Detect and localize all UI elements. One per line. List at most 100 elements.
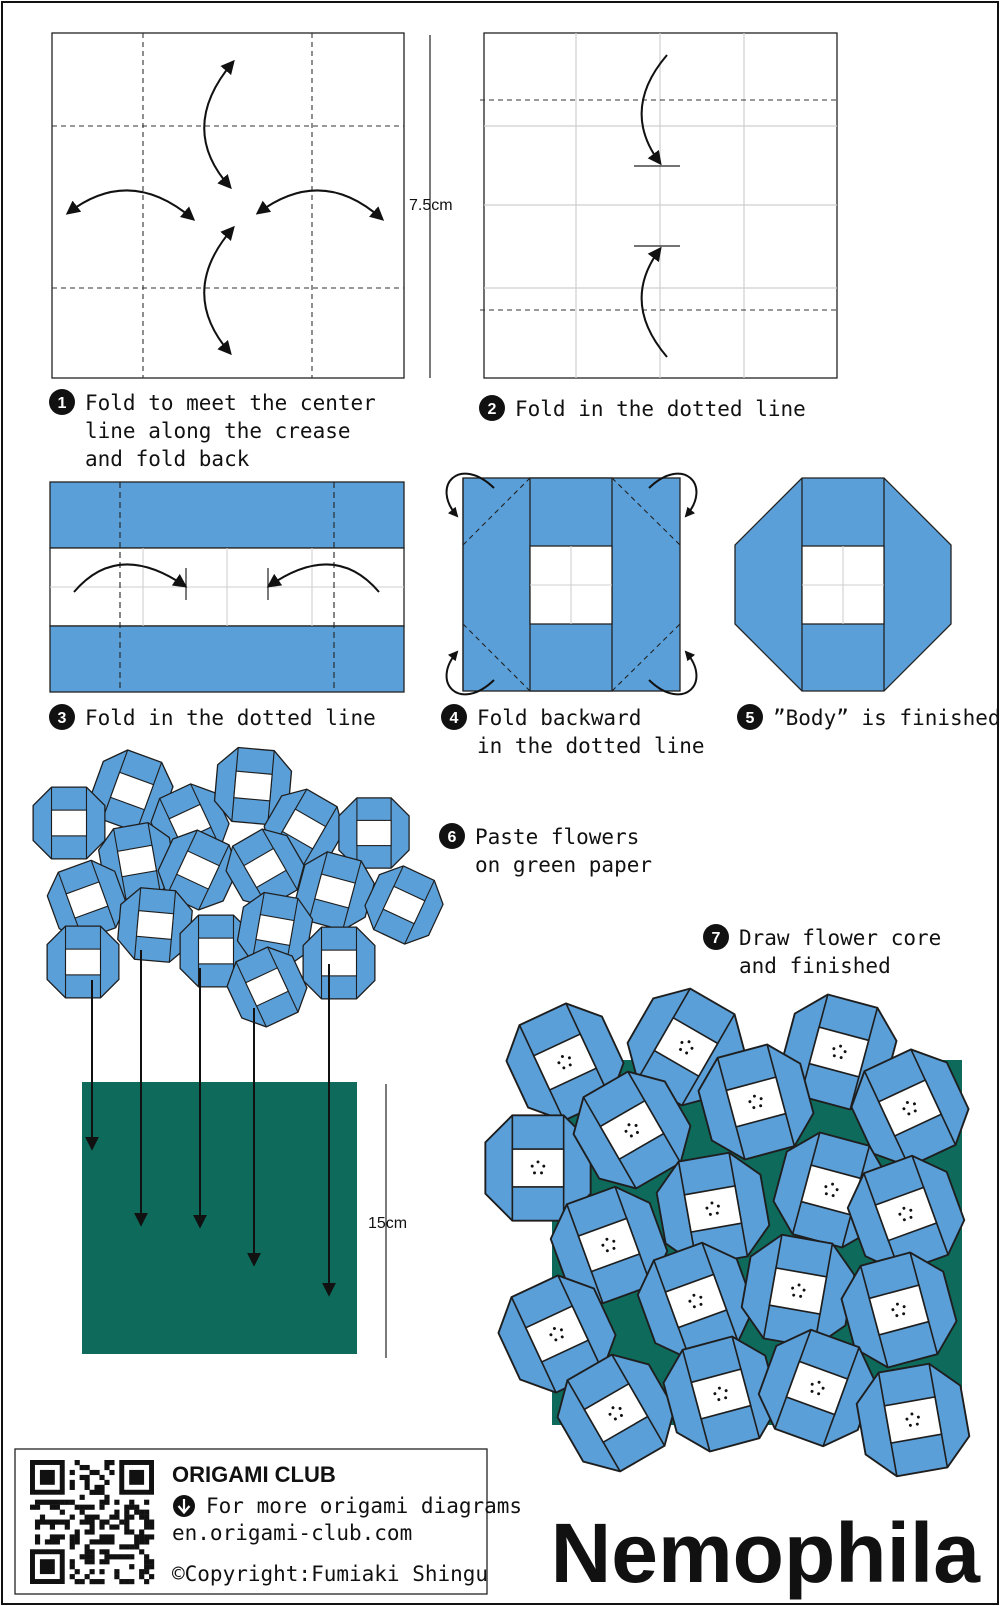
flower-core-dot: [679, 1047, 683, 1051]
flower-core-dot: [717, 1398, 721, 1402]
flower: [46, 925, 120, 999]
step-number: 6: [448, 829, 457, 846]
flower-core-dot: [792, 1293, 796, 1297]
flower-core-dot: [902, 1107, 906, 1111]
flower-core-dot: [817, 1392, 821, 1396]
step-text-line: and finished: [739, 954, 891, 978]
step-text-line: on green paper: [475, 853, 652, 877]
flower-core-dot: [824, 1192, 828, 1196]
flower-core-dot: [912, 1102, 916, 1106]
flower: [356, 857, 452, 953]
finished-flower: [773, 986, 905, 1118]
flower-core-dot: [898, 1212, 902, 1216]
flower-core-dot: [624, 1129, 628, 1133]
flower-core-dot: [680, 1040, 684, 1044]
flower-core-dot: [716, 1204, 720, 1208]
flower-core-dot: [831, 1194, 835, 1198]
flower-core-dot: [533, 1171, 536, 1175]
flower-core-dot: [554, 1338, 558, 1342]
step-text-line: Paste flowers: [475, 825, 639, 849]
flower-core-dot: [839, 1056, 843, 1060]
flower-core-dot: [562, 1066, 566, 1070]
flower-core-dot: [549, 1333, 553, 1337]
flower-core-dot: [802, 1288, 806, 1292]
flower-core-dot: [713, 1392, 717, 1396]
copyright: ©Copyright:Fumiaki Shingu: [172, 1562, 488, 1586]
step-text-line: Fold backward: [477, 706, 641, 730]
flower-core-dot: [619, 1413, 623, 1417]
flower-core-dot: [752, 1094, 756, 1098]
step5-diagram: [734, 477, 952, 692]
step-text-line: and fold back: [85, 447, 250, 471]
flower-core-dot: [692, 1293, 696, 1297]
step-5-label: 5”Body” is finished.: [737, 704, 1000, 730]
flower-core-dot: [540, 1171, 543, 1175]
step-text-line: Fold in the dotted line: [85, 706, 376, 730]
step-number: 5: [746, 710, 755, 727]
flower-core-dot: [601, 1243, 605, 1247]
flower-core-dot: [835, 1188, 839, 1192]
flower-core-dot: [821, 1386, 825, 1390]
finished-flower: [484, 1114, 592, 1222]
step-text-line: Fold to meet the center: [85, 391, 376, 415]
footer-box: ORIGAMI CLUB For more origami diagrams e…: [14, 1448, 522, 1595]
flower-core-dot: [724, 1389, 728, 1393]
finished-flower: [543, 1340, 689, 1486]
step1-diagram: 7.5cm: [51, 32, 453, 379]
finished-flower: [765, 1124, 897, 1256]
flower-core-dot: [824, 1185, 828, 1189]
flower-core-dot: [817, 1380, 821, 1384]
step6-green-paper: 15cm: [82, 1082, 407, 1358]
finished-flower: [748, 1319, 886, 1457]
flower-core-dot: [557, 1061, 561, 1065]
flower-core-dot: [839, 1044, 843, 1048]
step-number: 7: [712, 930, 721, 947]
flower-core-dot: [715, 1211, 719, 1215]
flower-core-dot: [552, 1327, 556, 1330]
flower-core-dot: [915, 1422, 919, 1426]
step-number-badge: [703, 924, 729, 950]
flower-core-dot: [799, 1294, 803, 1298]
flower-core-dot: [759, 1097, 763, 1101]
flower-core-dot: [843, 1050, 847, 1054]
qr-code-icon: [30, 1460, 155, 1585]
step-number: 4: [450, 710, 459, 727]
flower-core-dot: [687, 1040, 691, 1044]
flower-core-dot: [542, 1164, 546, 1168]
flower-core-dot: [690, 1046, 694, 1050]
flower-core-dot: [560, 1335, 564, 1339]
club-name: ORIGAMI CLUB: [172, 1462, 336, 1487]
flower-core-dot: [905, 1417, 909, 1421]
flower-core-dot: [560, 1055, 564, 1058]
step-number-badge: [49, 389, 75, 415]
flower-core-dot: [568, 1063, 572, 1067]
step-number: 2: [488, 401, 497, 418]
flower-core-dot: [797, 1283, 801, 1287]
finished-flower: [651, 1147, 775, 1271]
flower-core-dot: [685, 1051, 689, 1055]
flower-core-dot: [634, 1123, 638, 1127]
flower-core-dot: [907, 1112, 911, 1116]
step6-flower-pile: [32, 742, 452, 1036]
finished-flower: [627, 1232, 765, 1370]
flower-core-dot: [832, 1054, 836, 1058]
flower-core-dot: [748, 1100, 752, 1104]
more-diagrams-link[interactable]: For more origami diagrams: [206, 1494, 522, 1518]
flower-core-dot: [608, 1412, 612, 1416]
step-number-badge: [479, 395, 505, 421]
finished-flower: [540, 1176, 678, 1314]
finished-flower: [559, 1057, 705, 1203]
step-number: 3: [58, 710, 67, 727]
flower-core-dot: [629, 1134, 633, 1138]
site-url-link[interactable]: en.origami-club.com: [172, 1521, 412, 1545]
step-text-line: Draw flower core: [739, 926, 941, 950]
step-3-label: 3 Fold in the dotted line: [49, 704, 376, 730]
step-number-badge: [737, 704, 763, 730]
step6-paste-arrows: [85, 950, 336, 1297]
flower-core-dot: [605, 1249, 609, 1253]
flower-core-dot: [699, 1302, 703, 1306]
